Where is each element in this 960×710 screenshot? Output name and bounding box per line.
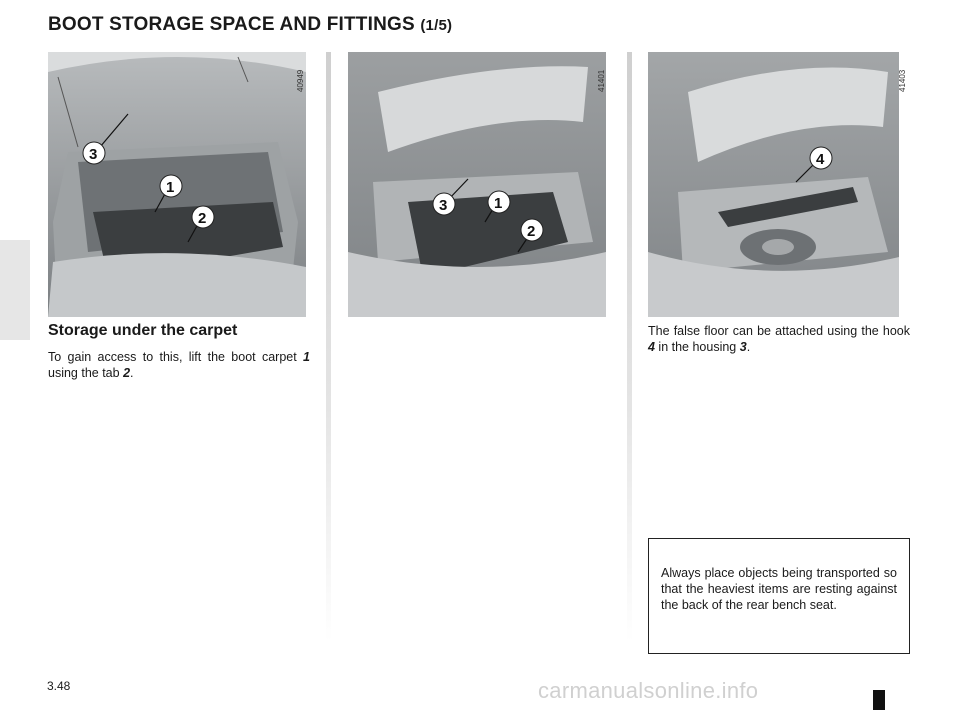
figure-boot-hatchback: 3 1 2 bbox=[48, 52, 306, 317]
callout-4: 4 bbox=[816, 151, 825, 168]
text-part: . bbox=[746, 340, 751, 354]
storage-instructions: To gain access to this, lift the boot ca… bbox=[48, 349, 310, 381]
ref-2: 2 bbox=[123, 366, 131, 380]
text-part: The false floor can be attached using th… bbox=[648, 324, 910, 338]
figure-code-2: 41401 bbox=[597, 69, 606, 92]
figure-false-floor: 4 bbox=[648, 52, 899, 317]
callout-2: 2 bbox=[198, 210, 206, 227]
ref-1: 1 bbox=[303, 350, 310, 364]
callout-2: 2 bbox=[527, 223, 535, 240]
figure-code-3: 41403 bbox=[898, 69, 907, 92]
text-part: in the housing bbox=[654, 340, 740, 354]
title-part: (1/5) bbox=[420, 17, 453, 34]
false-floor-text: The false floor can be attached using th… bbox=[648, 323, 910, 355]
callout-1: 1 bbox=[494, 195, 502, 212]
boot-illustration-3: 4 bbox=[648, 52, 899, 317]
chapter-tab bbox=[0, 240, 30, 340]
watermark: carmanualsonline.info bbox=[538, 678, 759, 703]
text-part: using the tab bbox=[48, 366, 124, 380]
column-separator-1 bbox=[326, 52, 331, 642]
boot-illustration-2: 3 1 2 bbox=[348, 52, 606, 317]
ref-3: 3 bbox=[739, 340, 747, 354]
callout-3: 3 bbox=[439, 197, 447, 214]
column-separator-2 bbox=[627, 52, 632, 642]
text-part: . bbox=[130, 366, 134, 380]
callout-3: 3 bbox=[89, 146, 97, 163]
ref-4: 4 bbox=[648, 340, 655, 354]
boot-illustration-1: 3 1 2 bbox=[48, 52, 306, 317]
page-title: BOOT STORAGE SPACE AND FITTINGS (1/5) bbox=[48, 14, 452, 36]
text-part: To gain access to this, lift the boot ca… bbox=[48, 350, 304, 364]
section-heading: Storage under the carpet bbox=[48, 322, 238, 339]
title-main: BOOT STORAGE SPACE AND FITTINGS bbox=[48, 14, 415, 35]
callout-1: 1 bbox=[166, 179, 174, 196]
corner-mark bbox=[873, 690, 885, 710]
figure-code-1: 40949 bbox=[296, 69, 305, 92]
page-number: 3.48 bbox=[47, 679, 71, 693]
safety-note: Always place objects being transported s… bbox=[648, 538, 910, 654]
figure-boot-saloon: 3 1 2 bbox=[348, 52, 606, 317]
